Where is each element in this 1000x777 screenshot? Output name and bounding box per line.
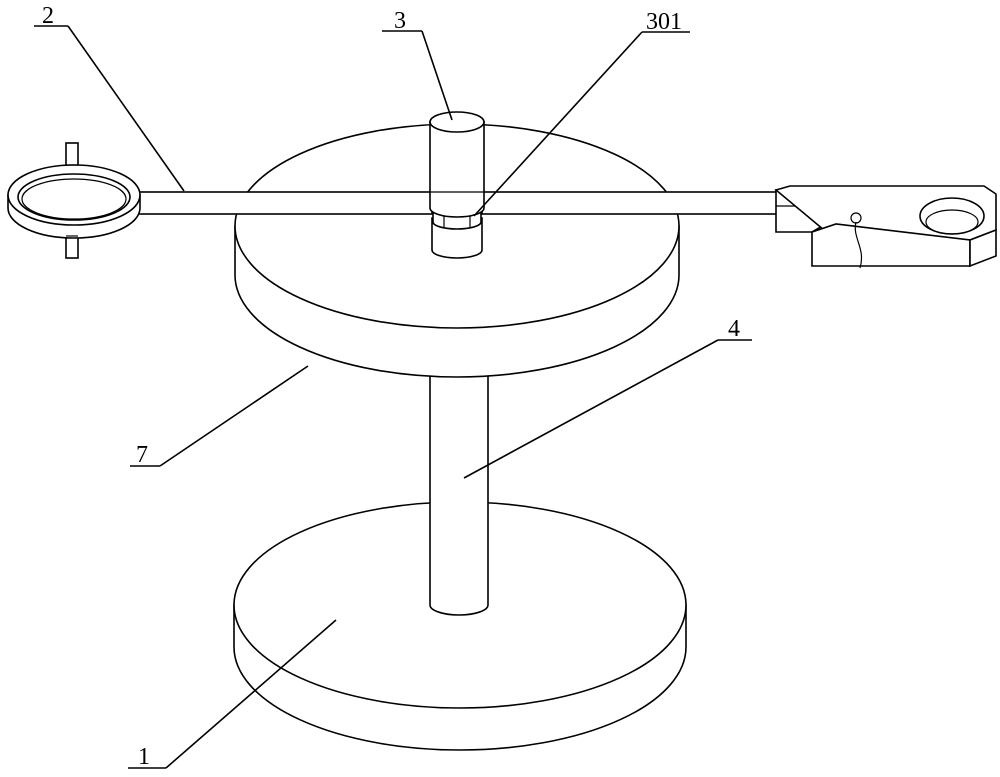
pivot-post [430,112,484,217]
label-pivot-bearing: 301 [646,9,682,35]
label-upper-disc: 7 [136,442,148,468]
label-pivot-post: 3 [394,8,406,34]
label-column: 4 [728,316,740,342]
label-arm: 2 [42,3,54,29]
clamp-block [776,186,996,268]
ring-holder [8,143,140,258]
label-base-plate: 1 [138,744,150,770]
column [430,340,488,615]
